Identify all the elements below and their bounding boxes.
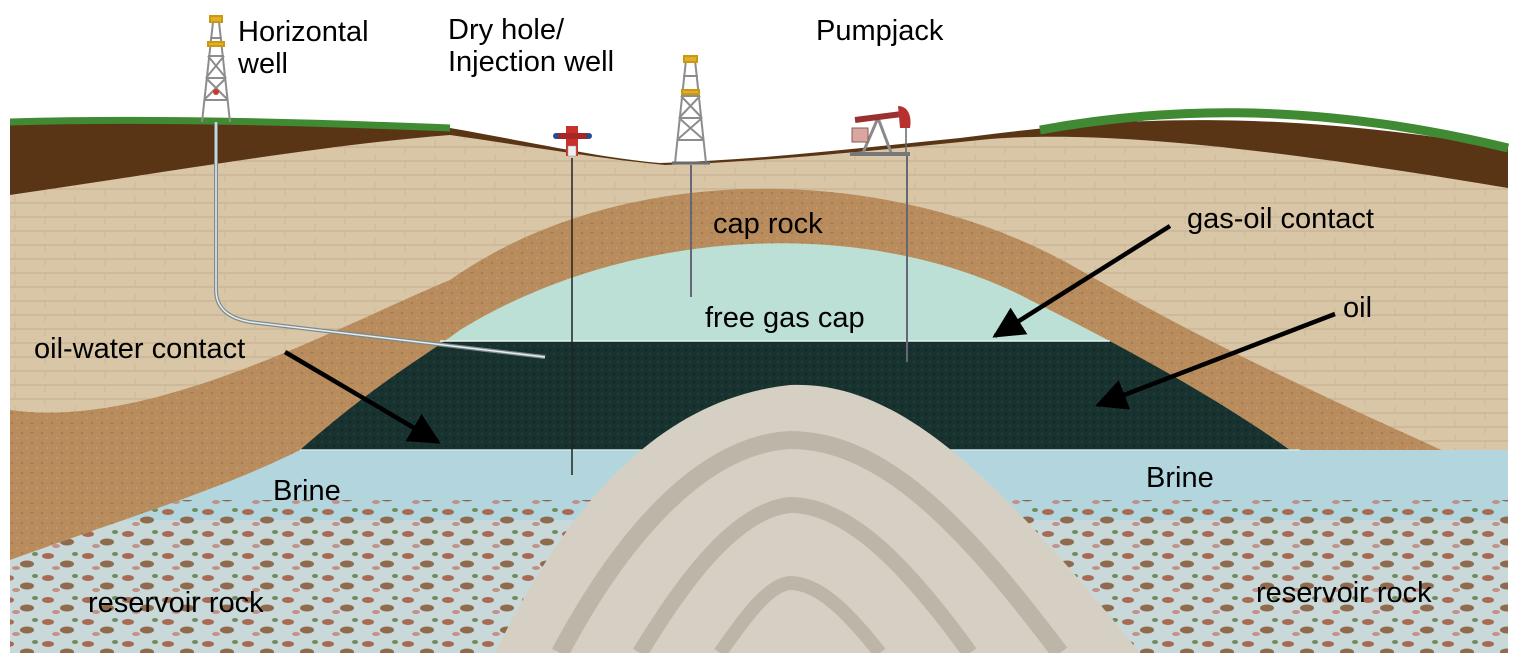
grass-strip [9,116,451,132]
injection-wellhead-icon [553,126,592,157]
dry-hole-injection-well-label: Dry hole/ Injection well [448,14,615,78]
oil-water-contact-arrow [283,350,441,444]
brine-left-label: Brine [273,475,341,507]
horizontal-well-derrick-icon [201,15,231,123]
cap-rock-label: cap rock [713,208,823,240]
oil-water-contact-label: oil-water contact [34,333,246,365]
basement-dome [495,384,1140,653]
grass-strip-right [1039,108,1510,153]
horizontal-well-label: Horizontal well [238,16,369,80]
dome-band-2 [633,496,977,653]
pumpjack-label: Pumpjack [816,15,944,47]
dome-band-3 [714,575,886,653]
reservoir-rock-left-label: reservoir rock [88,587,264,619]
gas-well-derrick-icon [672,55,710,165]
oil-label: oil [1343,292,1373,324]
gas-oil-contact-label: gas-oil contact [1187,203,1374,235]
gas-oil-contact-arrow [992,224,1172,338]
brine-right-label: Brine [1146,462,1214,494]
dome-band-1 [552,430,1068,653]
pumpjack-icon [850,106,911,156]
oil-arrow [1095,311,1336,410]
horizontal-well-bore-core [215,122,546,358]
free-gas-cap-label: free gas cap [705,302,865,334]
reservoir-rock-right-label: reservoir rock [1256,577,1432,609]
